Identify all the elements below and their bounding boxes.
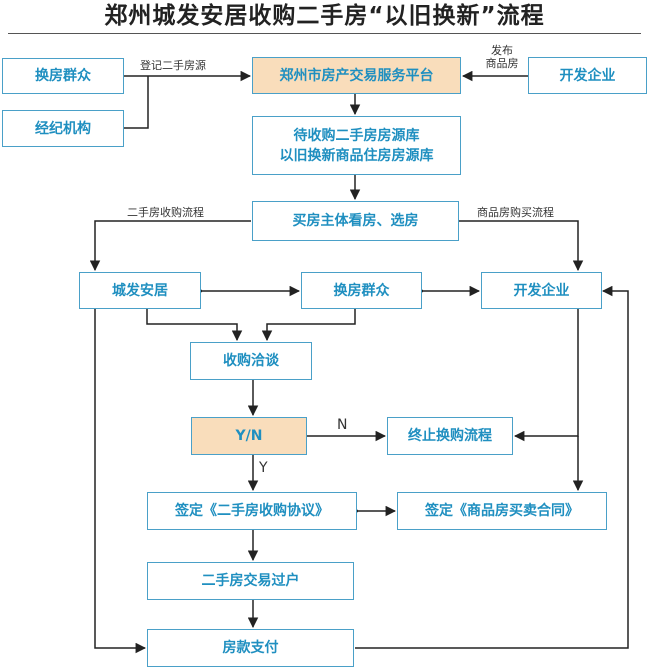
node-label: 收购洽谈 <box>223 353 279 369</box>
node-label: 郑州市房产交易服务平台 <box>279 67 434 84</box>
node-decision: Y/N <box>191 417 307 455</box>
node-developer-top: 开发企业 <box>528 57 647 94</box>
arrow-payment-to-developer <box>355 285 629 649</box>
node-buyer-view: 买房主体看房、选房 <box>252 201 459 241</box>
node-agency: 经纪机构 <box>2 110 124 147</box>
label-publish-line-1: 发布 <box>491 44 513 57</box>
node-label: 买房主体看房、选房 <box>292 213 419 229</box>
node-developer-mid: 开发企业 <box>481 272 602 309</box>
node-platform: 郑州市房产交易服务平台 <box>252 57 461 94</box>
arrow-view-to-chengfa <box>89 220 251 272</box>
node-label: 换房群众 <box>35 68 91 84</box>
node-label: 二手房交易过户 <box>201 573 300 589</box>
node-payment: 房款支付 <box>147 629 354 667</box>
node-exchange-public-mid: 换房群众 <box>301 272 422 309</box>
label-no: N <box>337 417 348 433</box>
label-commercial-flow: 商品房购买流程 <box>477 206 554 219</box>
node-label: 经纪机构 <box>35 120 91 137</box>
node-chengfa: 城发安居 <box>79 272 201 309</box>
node-label: 签定《二手房收购协议》 <box>175 503 329 519</box>
node-label: 终止换购流程 <box>408 428 492 444</box>
pool-line-2: 以旧换新商品住房房源库 <box>279 147 434 164</box>
node-terminate: 终止换购流程 <box>387 417 513 455</box>
title-divider <box>8 33 641 34</box>
arrow-chengfa-to-negotiation <box>146 309 243 342</box>
node-label: 房款支付 <box>222 640 279 656</box>
node-transfer: 二手房交易过户 <box>147 562 354 600</box>
node-sign-secondhand: 签定《二手房收购协议》 <box>147 492 357 530</box>
label-publish-line-2: 商品房 <box>485 57 519 70</box>
node-label: Y/N <box>235 428 263 444</box>
label-publish: 发布 商品房 <box>485 44 519 70</box>
arrow-developer-to-terminate <box>513 309 579 442</box>
pool-line-1: 待收购二手房房源库 <box>293 127 420 144</box>
label-register: 登记二手房源 <box>140 59 206 72</box>
node-label: 开发企业 <box>513 282 570 299</box>
node-label: 城发安居 <box>112 282 168 299</box>
arrow-public-to-negotiation <box>261 309 356 342</box>
arrow-chengfa-to-payment <box>94 309 147 654</box>
arrow-view-to-developer <box>459 220 584 272</box>
label-yes: Y <box>259 460 268 476</box>
page-title: 郑州城发安居收购二手房“以旧换新”流程 <box>104 3 545 29</box>
node-label: 开发企业 <box>559 67 616 84</box>
node-exchange-public-top: 换房群众 <box>2 58 124 94</box>
node-housing-pool: 待收购二手房房源库 以旧换新商品住房房源库 <box>252 116 461 175</box>
node-label: 签定《商品房买卖合同》 <box>425 503 579 519</box>
line-agency-join <box>124 76 149 129</box>
node-sign-commercial: 签定《商品房买卖合同》 <box>397 492 607 530</box>
node-negotiation: 收购洽谈 <box>190 342 312 380</box>
label-secondhand-flow: 二手房收购流程 <box>127 206 204 219</box>
node-label: 换房群众 <box>333 282 390 299</box>
